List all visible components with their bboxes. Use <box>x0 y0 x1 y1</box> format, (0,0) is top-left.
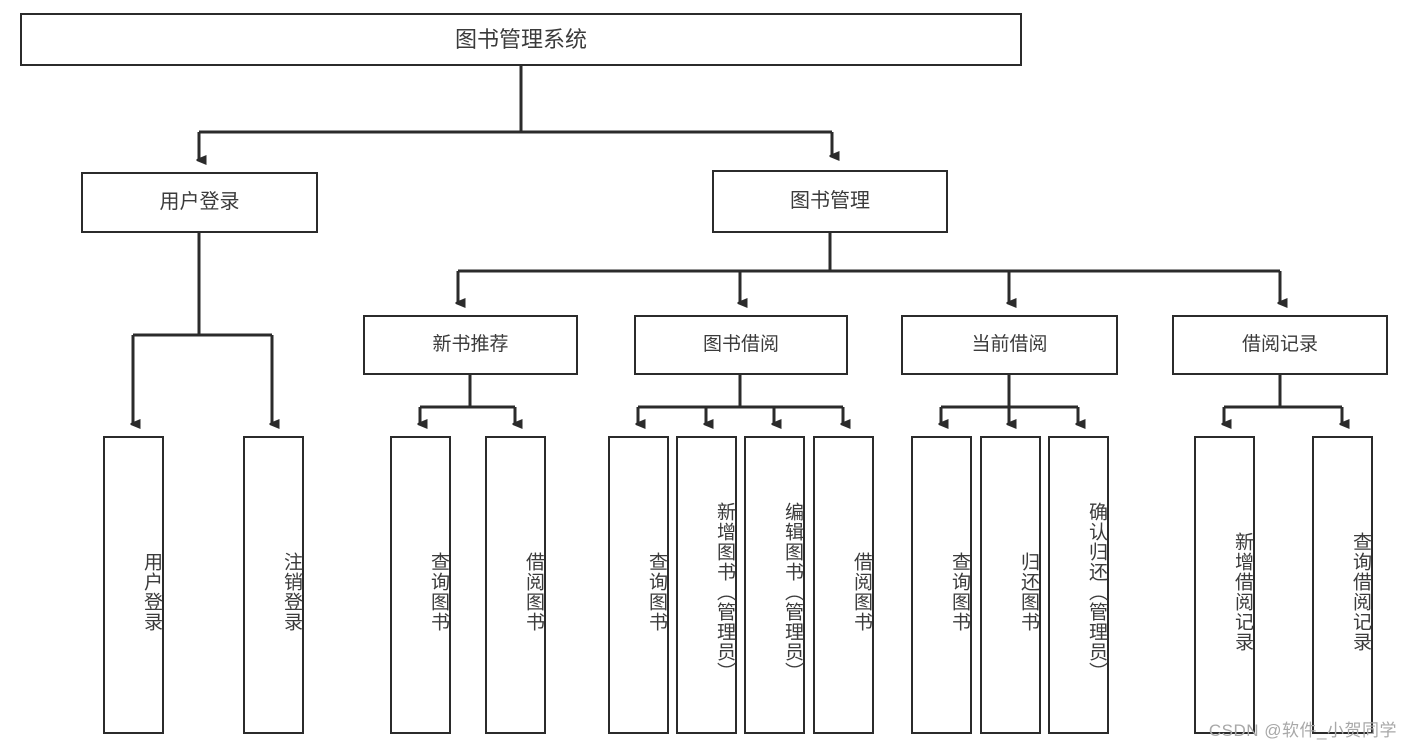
leaf-recommend-borrow-book[interactable]: 借阅图书 <box>485 436 546 734</box>
node-label: 当前借阅 <box>971 333 1048 355</box>
leaf-borrow-edit-book-admin[interactable]: 编辑图书（管理员） <box>744 436 805 734</box>
leaf-record-add-record[interactable]: 新增借阅记录 <box>1194 436 1255 734</box>
node-user-login[interactable]: 用户登录 <box>81 172 318 233</box>
leaf-current-return-book[interactable]: 归还图书 <box>980 436 1041 734</box>
node-book-borrow[interactable]: 图书借阅 <box>634 315 848 375</box>
leaf-record-query-record[interactable]: 查询借阅记录 <box>1312 436 1373 734</box>
node-book-management[interactable]: 图书管理 <box>712 170 948 233</box>
node-label: 新书推荐 <box>432 333 509 355</box>
leaf-current-query-book[interactable]: 查询图书 <box>911 436 972 734</box>
leaf-borrow-borrow-book[interactable]: 借阅图书 <box>813 436 874 734</box>
node-label: 图书管理系统 <box>454 26 587 52</box>
leaf-label: 借阅图书 <box>851 552 872 632</box>
leaf-current-confirm-return-admin[interactable]: 确认归还（管理员） <box>1048 436 1109 734</box>
leaf-label: 归还图书 <box>1018 552 1039 632</box>
leaf-borrow-query-book[interactable]: 查询图书 <box>608 436 669 734</box>
leaf-label: 查询借阅记录 <box>1350 532 1371 652</box>
leaf-label: 借阅图书 <box>523 552 544 632</box>
node-label: 用户登录 <box>159 190 240 213</box>
node-new-book-recommend[interactable]: 新书推荐 <box>363 315 578 375</box>
leaf-label: 新增借阅记录 <box>1232 532 1253 652</box>
leaf-borrow-add-book-admin[interactable]: 新增图书（管理员） <box>676 436 737 734</box>
leaf-recommend-query-book[interactable]: 查询图书 <box>390 436 451 734</box>
node-label: 图书借阅 <box>702 333 779 355</box>
leaf-label: 注销登录 <box>281 552 302 632</box>
leaf-user-login-login[interactable]: 用户登录 <box>103 436 164 734</box>
leaf-label: 查询图书 <box>428 552 449 632</box>
node-root-system[interactable]: 图书管理系统 <box>20 13 1022 66</box>
watermark: CSDN @软件_小贺同学 <box>1208 721 1397 740</box>
leaf-label: 确认归还（管理员） <box>1086 502 1107 682</box>
leaf-label: 查询图书 <box>949 552 970 632</box>
node-borrow-record[interactable]: 借阅记录 <box>1172 315 1388 375</box>
leaf-label: 编辑图书（管理员） <box>782 502 803 682</box>
node-label: 借阅记录 <box>1241 333 1318 355</box>
node-label: 图书管理 <box>790 189 870 212</box>
node-current-borrow[interactable]: 当前借阅 <box>901 315 1118 375</box>
leaf-user-login-logout[interactable]: 注销登录 <box>243 436 304 734</box>
leaf-label: 查询图书 <box>646 552 667 632</box>
leaf-label: 新增图书（管理员） <box>714 502 735 682</box>
leaf-label: 用户登录 <box>141 552 162 632</box>
